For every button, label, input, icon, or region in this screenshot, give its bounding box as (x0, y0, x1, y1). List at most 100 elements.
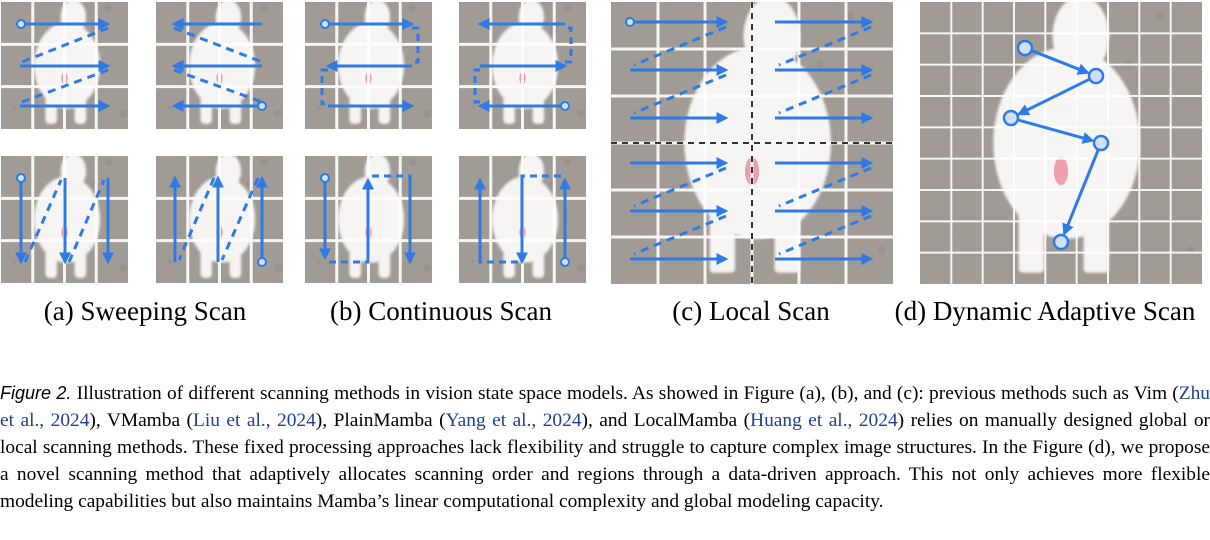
scan-arrow (1016, 78, 1090, 116)
scan-path-dashed (220, 177, 260, 261)
sweeping-scan-column-backward (156, 156, 283, 283)
dog-leg (200, 232, 212, 278)
ground-speck (1, 156, 3, 158)
scan-arrow (1031, 49, 1090, 75)
caption-text: Illustration of different scanning metho… (71, 383, 1179, 404)
dog-leg (378, 78, 391, 124)
scan-path (372, 174, 412, 180)
scan-path (565, 26, 573, 64)
dog-leg (200, 78, 212, 124)
ground-speck (562, 158, 571, 167)
ground-speck (920, 2, 922, 4)
ground-speck (316, 259, 321, 264)
ground-speck (259, 4, 268, 13)
figure-caption: Figure 2. Illustration of different scan… (0, 380, 1210, 515)
scan-start-point (257, 101, 267, 111)
ground-speck (156, 2, 158, 4)
ground-speck (562, 4, 571, 13)
dog-leg (74, 78, 87, 124)
scan-path (520, 174, 561, 180)
scan-path (329, 258, 370, 264)
ground-speck (156, 156, 158, 158)
sweeping-scan-column-forward (1, 156, 128, 283)
ground-speck (576, 109, 585, 118)
scan-path-dashed (21, 26, 109, 64)
ground-speck (470, 105, 475, 110)
scan-path-dashed (633, 73, 727, 115)
subfigure-label-c: (c) Local Scan (672, 296, 830, 326)
ground-speck (118, 263, 127, 272)
caption-figure-label: Figure 2. (0, 383, 72, 403)
scan-path-dashed (173, 26, 263, 64)
dog-head (1015, 64, 1107, 177)
ground-speck (846, 12, 855, 21)
scan-path-dashed (778, 73, 872, 115)
scan-path (412, 26, 420, 64)
scan-keypoint (1002, 109, 1020, 127)
ground-speck (167, 105, 172, 110)
ground-speck (576, 263, 585, 272)
scan-start-point (560, 101, 570, 111)
dog-leg (229, 78, 242, 124)
subfigure-label-d: (d) Dynamic Adaptive Scan (894, 296, 1196, 326)
dynamic-adaptive-scan-panel (920, 2, 1202, 284)
scan-path (320, 68, 328, 106)
citation-link[interactable]: Zhu et al., 2024 (0, 383, 1210, 431)
scan-path-dashed (633, 166, 727, 208)
scan-start-point (320, 173, 330, 183)
dog-leg (709, 171, 736, 273)
scan-start-point (560, 257, 570, 267)
scan-path-dashed (23, 179, 63, 263)
caption-text: ), PlainMamba ( (315, 410, 446, 431)
ground-speck (104, 158, 113, 167)
ground-speck (408, 4, 417, 13)
scan-path (473, 68, 480, 104)
local-scan-panel (611, 2, 893, 284)
scan-start-point (320, 19, 330, 29)
scan-start-point (16, 173, 26, 183)
ground-speck (273, 109, 282, 118)
ground-speck (877, 246, 886, 255)
patch-grid (920, 2, 1202, 284)
continuous-scan-column-backward (459, 156, 586, 283)
ground-speck (316, 105, 321, 110)
dog-leg (378, 232, 391, 278)
continuous-scan-row-forward (305, 2, 432, 129)
figure-illustration (1, 2, 1202, 284)
scan-keypoint (1052, 233, 1070, 251)
scan-start-point (16, 19, 26, 29)
scan-path-dashed (778, 166, 872, 208)
ground-speck (470, 259, 475, 264)
dog-leg (532, 78, 545, 124)
scan-path-dashed (633, 214, 727, 256)
sweeping-scan-row-backward (156, 2, 283, 129)
ground-speck (408, 158, 417, 167)
ground-speck (459, 156, 461, 158)
ground-speck (273, 263, 282, 272)
scan-path-dashed (778, 25, 872, 67)
scan-keypoint (1092, 134, 1110, 152)
scan-path (478, 258, 518, 264)
ground-speck (259, 158, 268, 167)
scan-path-dashed (778, 214, 872, 256)
ground-speck (305, 2, 307, 4)
citation-link[interactable]: Huang et al., 2024 (750, 410, 898, 431)
ground-speck (118, 109, 127, 118)
ground-speck (815, 60, 824, 69)
sweeping-scan-row-forward (1, 2, 128, 129)
image-wash (611, 2, 893, 284)
scan-arrow (1018, 118, 1095, 144)
caption-text: ), and LocalMamba ( (581, 410, 751, 431)
dog-leg (503, 78, 515, 124)
citation-link[interactable]: Liu et al., 2024 (193, 410, 316, 431)
dog-leg (45, 232, 57, 278)
ground-speck (611, 2, 613, 4)
ground-speck (1155, 12, 1164, 21)
dog-leg (349, 232, 361, 278)
citation-link[interactable]: Yang et al., 2024 (445, 410, 582, 431)
scan-arrow (1062, 149, 1100, 236)
scan-start-point (257, 257, 267, 267)
dog-leg (503, 232, 515, 278)
continuous-scan-column-forward (305, 156, 432, 283)
dog-leg (349, 78, 361, 124)
